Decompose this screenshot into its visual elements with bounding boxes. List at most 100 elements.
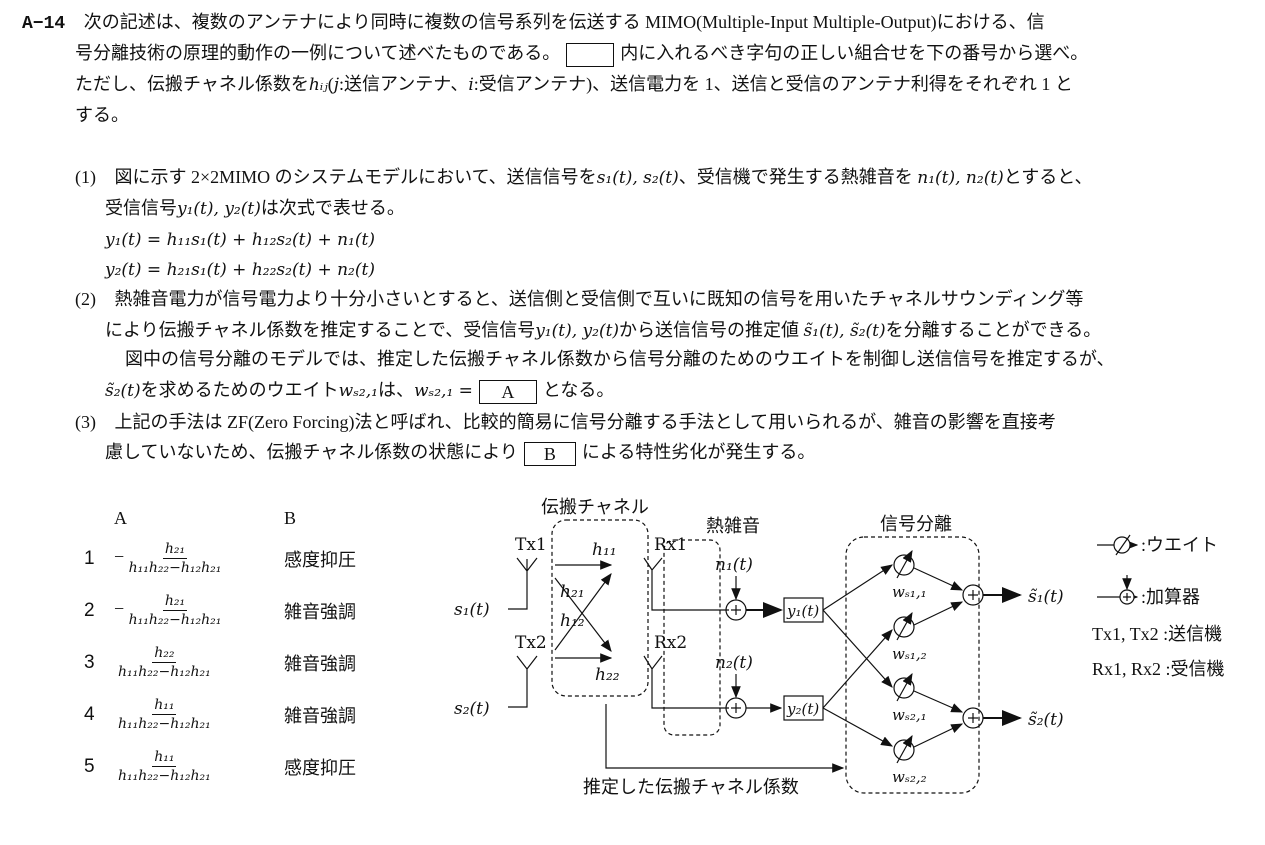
h12-label: h₁₂ <box>560 611 585 631</box>
denominator: h₁₁h₂₂−h₁₂h₂₁ <box>118 716 211 732</box>
item1-line2: 受信信号y₁(t), y₂(t)は次式で表せる。 <box>105 196 405 221</box>
legend-weight-text: :ウエイト <box>1141 535 1218 555</box>
h11-label: h₁₁ <box>592 540 617 560</box>
equation-y2: y₂(t) = h₂₁s₁(t) + h₂₂s₂(t) + n₂(t) <box>105 260 375 280</box>
option-b-text: 感度抑圧 <box>284 550 356 570</box>
item1-line1: (1) 図に示す 2×2MIMO のシステムモデルにおいて、送信信号をs₁(t)… <box>75 165 1093 190</box>
text: は、 <box>377 380 414 400</box>
options-header-a: A <box>114 508 127 528</box>
math: s̃₂(t) <box>105 381 141 401</box>
math: n₁(t), n₂(t) <box>917 168 1004 188</box>
legend-tx-text: Tx1, Tx2 :送信機 <box>1092 624 1222 644</box>
numerator: h₂₁ <box>162 593 188 611</box>
option-number: 3 <box>84 652 95 673</box>
question-line-4: する。 <box>75 105 129 125</box>
math: wₛ₂,₁ <box>338 381 378 401</box>
option-number: 2 <box>84 600 95 621</box>
item2-line1: (2) 熱雑音電力が信号電力より十分小さいとすると、送信側と受信側で互いに既知の… <box>75 287 1083 311</box>
fraction: h₁₁ h₁₁h₂₂−h₁₂h₂₁ <box>118 748 211 785</box>
fraction: h₂₁ h₁₁h₂₂−h₁₂h₂₁ <box>129 592 222 629</box>
question-id: A−14 <box>22 14 66 34</box>
numerator: h₁₁ <box>152 749 177 767</box>
tx2-label: Tx2 <box>515 633 547 653</box>
channel-label: 伝搬チャネル <box>541 497 649 517</box>
noise-label: 熱雑音 <box>706 516 760 536</box>
item3-line1: (3) 上記の手法は ZF(Zero Forcing)法と呼ばれ、比較的簡易に信… <box>75 410 1056 434</box>
h21-label: h₂₁ <box>560 582 585 602</box>
text: 熱雑音電力が信号電力より十分小さいとすると、送信側と受信側で互いに既知の信号を用… <box>114 289 1084 309</box>
intro-text: 内に入れるべき字句の正しい組合せを下の番号から選べ。 <box>620 43 1089 63</box>
minus-sign: − <box>114 598 125 619</box>
y2-label: y₂(t) <box>786 700 819 718</box>
option-a-formula: h₂₂ h₁₁h₂₂−h₁₂h₂₁ <box>118 644 211 681</box>
separation-box <box>845 536 980 794</box>
math-hij: hᵢⱼ <box>308 75 328 95</box>
w21-label: wₛ₂,₁ <box>892 706 927 724</box>
blank-a-box: A <box>478 379 537 404</box>
item-label: (2) <box>75 289 96 309</box>
option-a-formula: − h₂₁ h₁₁h₂₂−h₁₂h₂₁ <box>114 592 221 629</box>
question-line-2: 号分離技術の原理的動作の一例について述べたものである。 内に入れるべき字句の正しい… <box>75 41 1088 67</box>
text: 、受信機で発生する熱雑音を <box>678 167 918 187</box>
w22-label: wₛ₂,₂ <box>892 768 927 786</box>
math-i: i <box>468 75 474 95</box>
separation-label: 信号分離 <box>880 514 952 534</box>
option-a-formula: h₁₁ h₁₁h₂₂−h₁₂h₂₁ <box>118 748 211 785</box>
intro-text: ただし、伝搬チャネル係数を <box>75 74 309 94</box>
numerator: h₁₁ <box>152 697 177 715</box>
text: から送信信号の推定値 <box>619 320 804 340</box>
text: 図に示す 2×2MIMO のシステムモデルにおいて、送信信号を <box>114 167 597 187</box>
item2-line3: 図中の信号分離のモデルでは、推定した伝搬チャネル係数から信号分離のためのウエイト… <box>125 349 1115 369</box>
h22-label: h₂₂ <box>595 665 620 685</box>
noise-box <box>663 539 721 736</box>
numerator: h₂₁ <box>162 541 188 559</box>
item2-line2: により伝搬チャネル係数を推定することで、受信信号y₁(t), y₂(t)から送信… <box>105 318 1101 343</box>
legend-rx-text: Rx1, Rx2 :受信機 <box>1092 659 1225 679</box>
intro-text: :受信アンテナ)、送信電力を 1、送信と受信のアンテナ利得をそれぞれ 1 と <box>473 74 1073 94</box>
s1-estimate-label: s̃₁(t) <box>1028 587 1064 607</box>
fraction: h₁₁ h₁₁h₂₂−h₁₂h₂₁ <box>118 696 211 733</box>
question-line-1: A−14 次の記述は、複数のアンテナにより同時に複数の信号系列を伝送する MIM… <box>22 10 1045 36</box>
rx1-label: Rx1 <box>654 535 687 555</box>
option-number: 5 <box>84 756 95 777</box>
math: y₁(t), y₂(t) <box>535 321 620 341</box>
fraction: h₂₁ h₁₁h₂₂−h₁₂h₂₁ <box>129 540 222 577</box>
options-header-b: B <box>284 508 297 528</box>
s2-estimate-label: s̃₂(t) <box>1028 710 1064 730</box>
fraction: h₂₂ h₁₁h₂₂−h₁₂h₂₁ <box>118 644 211 681</box>
denominator: h₁₁h₂₂−h₁₂h₂₁ <box>128 612 222 628</box>
intro-text: :送信アンテナ、 <box>338 74 469 94</box>
text: 上記の手法は ZF(Zero Forcing)法と呼ばれ、比較的簡易に信号分離す… <box>114 412 1056 432</box>
option-b-text: 雑音強調 <box>284 706 356 726</box>
numerator: h₂₂ <box>152 645 177 663</box>
tx2-antenna-icon <box>508 655 538 708</box>
blank-box <box>566 42 615 67</box>
math-j: j <box>333 75 339 95</box>
tx1-antenna-icon <box>508 557 538 610</box>
option-b-text: 感度抑圧 <box>284 758 356 778</box>
estimated-channel-label: 推定した伝搬チャネル係数 <box>583 777 799 797</box>
text: は次式で表せる。 <box>260 198 405 218</box>
item-label: (1) <box>75 167 96 187</box>
math: wₛ₂,₁ = <box>413 381 473 401</box>
text: 慮していないため、伝搬チャネル係数の状態により <box>105 442 518 462</box>
question-line-3: ただし、伝搬チャネル係数をhᵢⱼ(j:送信アンテナ、i:受信アンテナ)、送信電力… <box>75 72 1073 97</box>
text: を分離することができる。 <box>885 320 1102 340</box>
option-a-formula: h₁₁ h₁₁h₂₂−h₁₂h₂₁ <box>118 696 211 733</box>
text: を求めるためのウエイト <box>140 380 339 400</box>
n1-label: n₁(t) <box>715 555 753 575</box>
math: s₁(t), s₂(t) <box>596 168 679 188</box>
w11-label: wₛ₁,₁ <box>892 583 927 601</box>
math: y₁(t), y₂(t) <box>177 199 261 219</box>
rx1-antenna-icon <box>643 557 729 611</box>
intro-text: 号分離技術の原理的動作の一例について述べたものである。 <box>75 43 561 63</box>
intro-text: ( <box>327 74 334 94</box>
option-number: 4 <box>84 704 95 725</box>
equation-y1: y₁(t) = h₁₁s₁(t) + h₁₂s₂(t) + n₁(t) <box>105 230 375 250</box>
y1-label: y₁(t) <box>786 602 819 620</box>
text: となる。 <box>542 380 615 400</box>
s1-label: s₁(t) <box>454 600 490 620</box>
